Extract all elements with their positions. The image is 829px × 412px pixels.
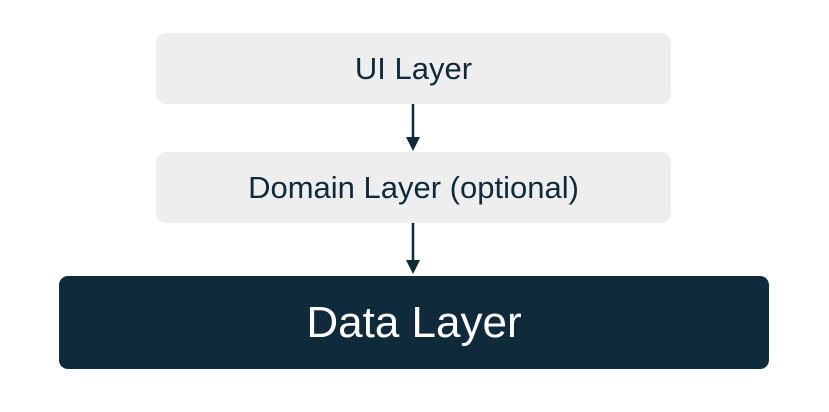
- ui-layer-label: UI Layer: [354, 50, 473, 86]
- domain-layer-box: Domain Layer (optional): [156, 152, 671, 223]
- domain-layer-label: Domain Layer (optional): [248, 169, 579, 205]
- data-layer-label: Data Layer: [306, 297, 522, 347]
- ui-layer-box: UI Layer: [156, 33, 671, 104]
- arrow-ui-to-domain-head: [406, 137, 420, 151]
- data-layer-box: Data Layer: [59, 276, 769, 369]
- arrow-domain-to-data-head: [406, 260, 420, 274]
